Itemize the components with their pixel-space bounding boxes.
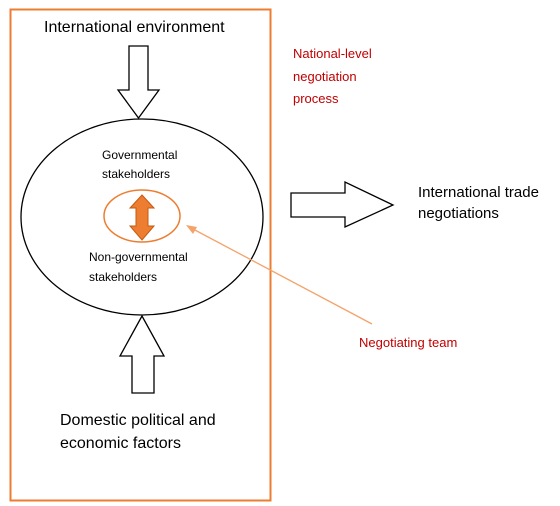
team-pointer-line	[192, 228, 373, 325]
non-governmental-label-line2: stakeholders	[89, 270, 158, 284]
domestic-factors-label-line1: Domestic political and	[60, 412, 216, 429]
international-environment-label: International environment	[44, 19, 225, 36]
process-label-line3: process	[293, 91, 339, 106]
right-arrow-icon	[290, 180, 395, 229]
process-label-line2: negotiation	[293, 69, 357, 84]
domestic-factors-label-line2: economic factors	[60, 435, 181, 452]
non-governmental-label-line1: Non-governmental	[89, 250, 188, 264]
team-pointer-arrowhead-icon	[186, 225, 197, 234]
national-process-frame	[9, 8, 272, 502]
double-arrow-icon	[128, 194, 156, 241]
international-trade-label-line2: negotiations	[418, 205, 499, 222]
governmental-label-line2: stakeholders	[102, 167, 171, 181]
down-arrow-icon	[116, 45, 161, 120]
process-label-line1: National-level	[293, 46, 372, 61]
up-arrow-icon	[118, 314, 166, 394]
international-trade-label-line1: International trade	[418, 184, 539, 201]
governmental-label-line1: Governmental	[102, 148, 178, 162]
negotiating-team-label: Negotiating team	[359, 335, 458, 350]
